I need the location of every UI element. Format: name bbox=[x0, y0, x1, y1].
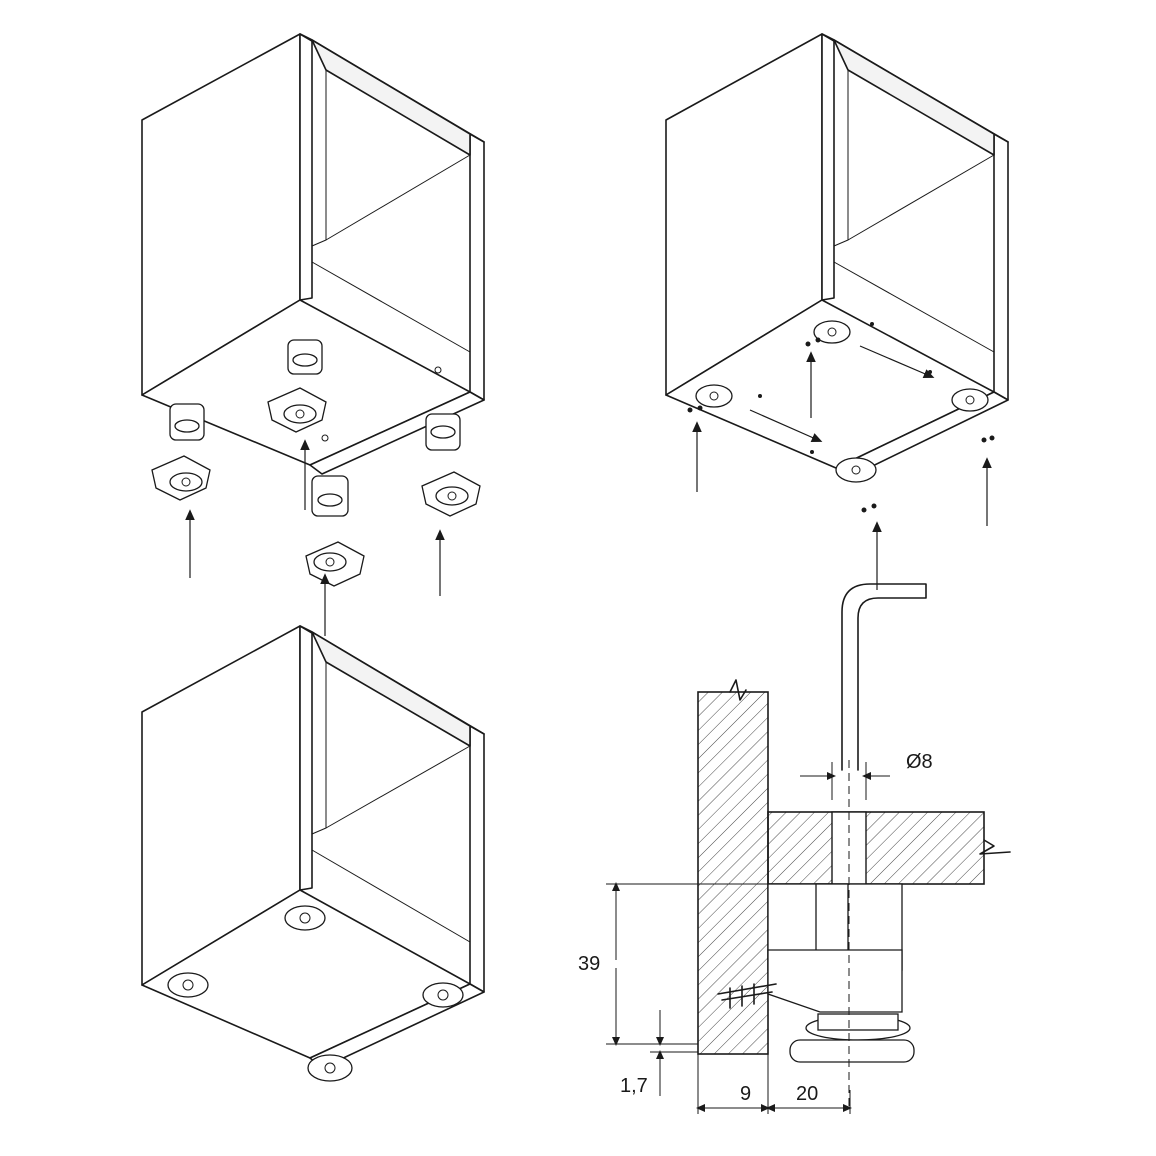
clip-bracket-3 bbox=[425, 413, 461, 451]
clip-bracket-4 bbox=[311, 475, 349, 517]
section-detail: Ø8 39 1,7 9 20 bbox=[578, 583, 1011, 1114]
foot-mounted-tr-1 bbox=[695, 384, 733, 408]
base-plate-2 bbox=[151, 455, 211, 501]
cabinet-top-right bbox=[665, 33, 1009, 590]
foot-mounted-tr-4 bbox=[835, 457, 877, 483]
dim-distance: 20 bbox=[796, 1083, 818, 1105]
base-plate-4 bbox=[305, 541, 365, 587]
base-plate-1 bbox=[267, 387, 327, 433]
clip-bracket-1 bbox=[287, 339, 323, 375]
clip-bracket-2 bbox=[169, 403, 205, 441]
cabinet-top-left bbox=[141, 33, 485, 475]
dim-offset: 1,7 bbox=[620, 1075, 648, 1097]
mounted-foot-2 bbox=[284, 905, 326, 931]
mounted-foot-3 bbox=[422, 982, 464, 1008]
mounted-foot-4 bbox=[307, 1054, 353, 1082]
base-plate-3 bbox=[421, 471, 481, 517]
mounted-foot-1 bbox=[167, 972, 209, 998]
foot-mounted-tr-2 bbox=[813, 320, 851, 344]
dim-diameter: Ø8 bbox=[906, 751, 933, 773]
dim-height: 39 bbox=[578, 953, 600, 975]
cabinet-bottom-left bbox=[141, 625, 485, 1082]
dim-panel-thickness: 9 bbox=[740, 1083, 751, 1105]
foot-parts-top-left bbox=[151, 339, 481, 636]
foot-mounted-tr-3 bbox=[951, 388, 989, 412]
